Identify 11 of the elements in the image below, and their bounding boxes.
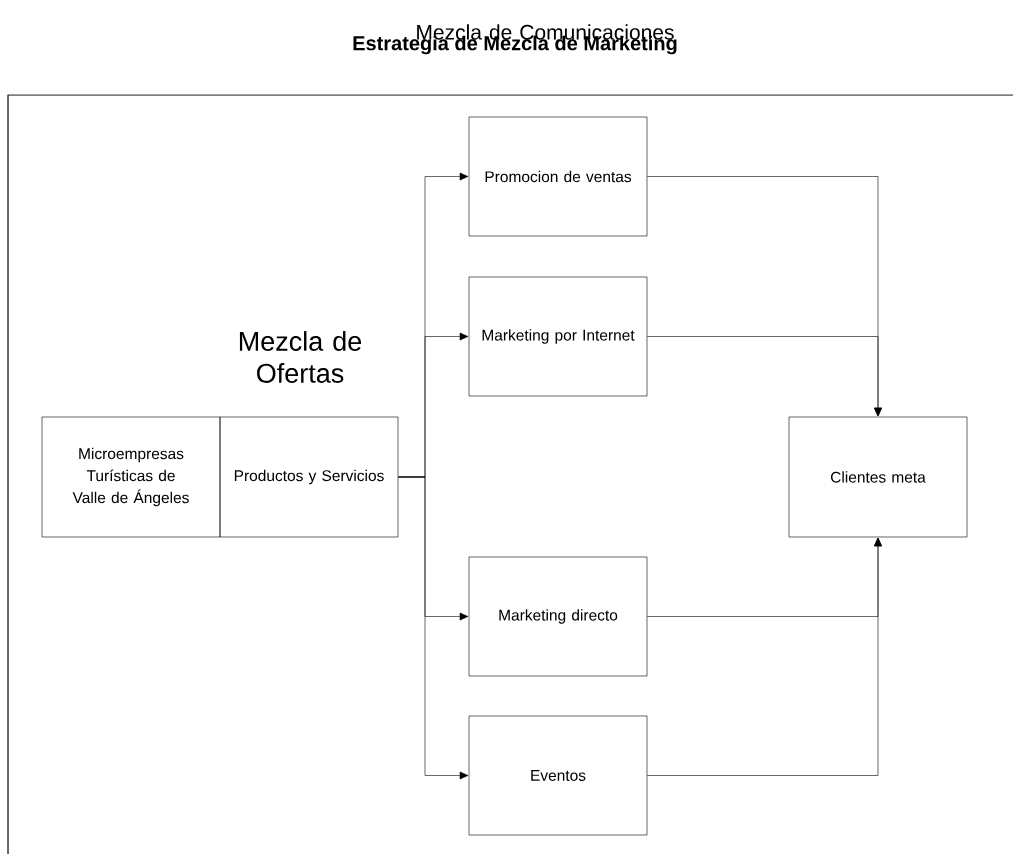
arrow — [647, 336, 882, 417]
process-box: Promocion de ventas — [468, 116, 648, 237]
arrow — [647, 537, 882, 776]
process-box: Productos y Servicios — [219, 416, 399, 538]
process-box: Eventos — [468, 715, 648, 836]
process-box: Marketing directo — [468, 556, 648, 677]
process-box: Clientes meta — [788, 416, 968, 538]
process-box: Marketing por Internet — [468, 276, 648, 397]
arrow — [398, 476, 469, 780]
section-heading: Mezcla de Ofertas — [239, 331, 362, 383]
process-box: Microempresas Turísticas de Valle de Ángeles — [41, 416, 221, 538]
